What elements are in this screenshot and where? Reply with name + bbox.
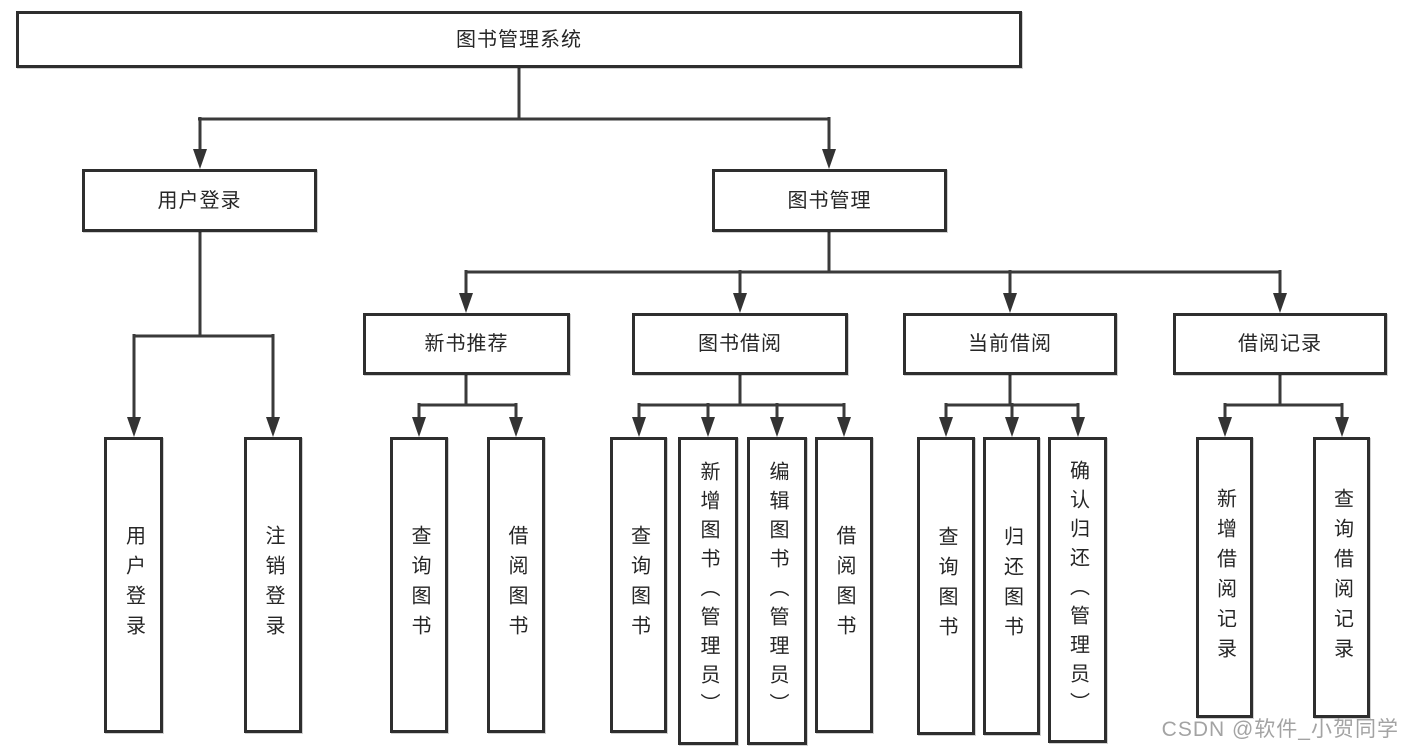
node-current-borrowing-label: 当前借阅 (968, 333, 1052, 355)
node-book-borrowing-label: 图书借阅 (698, 333, 782, 355)
leaf-bb-borrow-books-label: 借阅图书 (833, 525, 855, 645)
leaf-logout-label: 注销登录 (262, 525, 284, 645)
node-borrowing-records: 借阅记录 (1173, 313, 1387, 375)
leaf-br-query-record-label: 查询借阅记录 (1330, 487, 1353, 668)
leaf-bb-query-books: 查询图书 (610, 437, 667, 733)
leaf-logout: 注销登录 (244, 437, 302, 733)
leaf-cb-confirm-return-admin: 确认归还（管理员） (1048, 437, 1107, 743)
leaf-bb-edit-books-admin: 编辑图书（管理员） (747, 437, 807, 745)
leaf-rec-query-books: 查询图书 (390, 437, 448, 733)
leaf-cb-return-books-label: 归还图书 (1000, 526, 1023, 646)
node-borrowing-records-label: 借阅记录 (1238, 333, 1322, 355)
leaf-bb-borrow-books: 借阅图书 (815, 437, 873, 733)
node-root: 图书管理系统 (16, 11, 1022, 68)
node-root-label: 图书管理系统 (456, 28, 582, 51)
node-book-management: 图书管理 (712, 169, 947, 232)
leaf-user-login: 用户登录 (104, 437, 163, 733)
node-new-book-recommend: 新书推荐 (363, 313, 570, 375)
node-book-management-label: 图书管理 (787, 189, 872, 212)
leaf-bb-query-books-label: 查询图书 (627, 525, 650, 645)
leaf-cb-confirm-return-admin-label: 确认归还（管理员） (1066, 459, 1089, 721)
leaf-rec-query-books-label: 查询图书 (408, 525, 430, 645)
node-current-borrowing: 当前借阅 (903, 313, 1117, 375)
leaf-br-query-record: 查询借阅记录 (1313, 437, 1370, 718)
leaf-cb-query-books-label: 查询图书 (935, 526, 957, 646)
leaf-bb-add-books-admin-label: 新增图书（管理员） (697, 460, 719, 722)
leaf-bb-add-books-admin: 新增图书（管理员） (678, 437, 738, 745)
leaf-br-add-record: 新增借阅记录 (1196, 437, 1253, 718)
node-user-login-group: 用户登录 (82, 169, 317, 232)
leaf-user-login-label: 用户登录 (122, 525, 145, 645)
leaf-rec-borrow-books-label: 借阅图书 (505, 525, 527, 645)
leaf-cb-query-books: 查询图书 (917, 437, 975, 735)
leaf-cb-return-books: 归还图书 (983, 437, 1040, 735)
leaf-bb-edit-books-admin-label: 编辑图书（管理员） (766, 460, 788, 722)
node-user-login-group-label: 用户登录 (157, 189, 242, 212)
csdn-watermark: CSDN @软件_小贺同学 (1161, 718, 1399, 741)
leaf-br-add-record-label: 新增借阅记录 (1213, 487, 1236, 668)
leaf-rec-borrow-books: 借阅图书 (487, 437, 545, 733)
node-book-borrowing: 图书借阅 (632, 313, 848, 375)
node-new-book-recommend-label: 新书推荐 (424, 333, 509, 355)
